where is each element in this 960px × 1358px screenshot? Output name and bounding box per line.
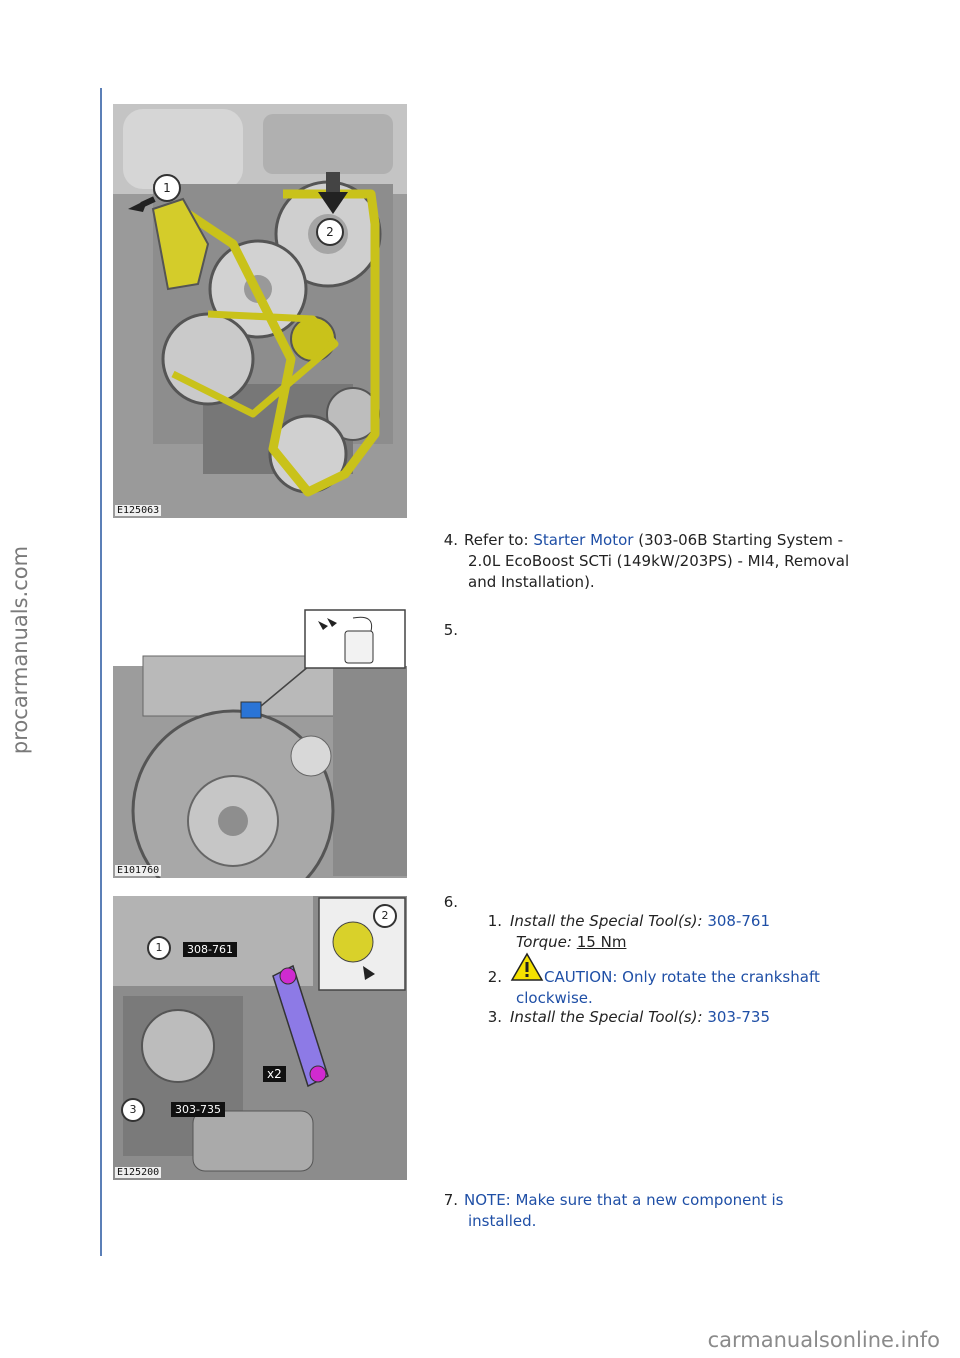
- footer-watermark: carmanualsonline.info: [707, 1328, 940, 1352]
- install-tool-label: Install the Special Tool(s):: [510, 912, 703, 930]
- belt-drive-illustration: [113, 104, 407, 518]
- refer-to-label: Refer to:: [464, 531, 534, 549]
- callout-1: 1: [147, 936, 171, 960]
- side-watermark-text: procarmanuals.com: [8, 545, 32, 755]
- step-number: 4.: [443, 531, 458, 549]
- figure-belt-drive: 1 2 E125063: [113, 104, 407, 518]
- step-5: 5.: [430, 620, 464, 641]
- tool-303-735-link[interactable]: 303-735: [707, 1008, 770, 1026]
- step-number: 5.: [443, 621, 458, 639]
- step-6: 6.: [430, 892, 464, 913]
- caution-text-continued: clockwise.: [516, 989, 593, 1007]
- callout-2: 2: [316, 218, 344, 246]
- note-text-continued: installed.: [468, 1212, 537, 1230]
- step-4-line-2: 2.0L EcoBoost SCTi (149kW/203PS) - MI4, …: [468, 552, 850, 570]
- tool-label-303-735: 303-735: [171, 1102, 225, 1117]
- callout-3: 3: [121, 1098, 145, 1122]
- figure-caption: E125063: [115, 505, 162, 516]
- tool-label-308-761: 308-761: [183, 942, 237, 957]
- callout-1-label: 1: [163, 181, 171, 195]
- step-6-sub-3: 3. Install the Special Tool(s): 303-735: [480, 1007, 900, 1028]
- step-4-ref-text: (303-06B Starting System -: [633, 531, 843, 549]
- substep-number: 1.: [487, 912, 502, 930]
- tool-308-761-link[interactable]: 308-761: [707, 912, 770, 930]
- figure-caption: E101760: [115, 865, 162, 876]
- starter-motor-link[interactable]: Starter Motor: [533, 531, 634, 549]
- step-6-sub-2: 2. CAUTION: Only rotate the crankshaft cl…: [480, 952, 900, 1009]
- tool-number: 303-735: [175, 1103, 221, 1116]
- figure-flywheel: E101760: [113, 606, 407, 878]
- install-tool-label: Install the Special Tool(s):: [510, 1008, 703, 1026]
- substep-number: 3.: [487, 1008, 502, 1026]
- warning-triangle-icon: [510, 952, 544, 988]
- callout-1: 1: [153, 174, 181, 202]
- special-tools-illustration: [113, 896, 407, 1180]
- margin-rule: [100, 88, 102, 1256]
- quantity-text: x2: [267, 1067, 282, 1081]
- callout-2: 2: [373, 904, 397, 928]
- torque-value: 15 Nm: [576, 933, 627, 951]
- figure-special-tools: 308-761 303-735 x2 1 2 3 E125200: [113, 896, 407, 1180]
- step-4-line-1: 4. Refer to: Starter Motor (303-06B Start…: [430, 530, 890, 551]
- tool-number: 308-761: [187, 943, 233, 956]
- figure-caption: E125200: [115, 1167, 162, 1178]
- step-number: 6.: [443, 893, 458, 911]
- step-4-line-3: and Installation).: [468, 573, 595, 591]
- callout-2-label: 2: [381, 909, 389, 922]
- step-number: 7.: [443, 1191, 458, 1209]
- callout-1-label: 1: [155, 941, 163, 954]
- torque-label: Torque:: [516, 933, 572, 951]
- callout-2-label: 2: [326, 225, 334, 239]
- quantity-label: x2: [263, 1066, 286, 1082]
- callout-3-label: 3: [129, 1103, 137, 1116]
- note-text: NOTE: Make sure that a new component is: [464, 1191, 784, 1209]
- caution-text: CAUTION: Only rotate the crankshaft: [544, 968, 820, 986]
- side-watermark: procarmanuals.com: [2, 520, 38, 780]
- step-4: 4. Refer to: Starter Motor (303-06B Start…: [430, 530, 890, 593]
- step-7: 7. NOTE: Make sure that a new component i…: [430, 1190, 890, 1232]
- step-6-sub-1: 1. Install the Special Tool(s): 308-761 T…: [480, 911, 900, 953]
- flywheel-illustration: [113, 609, 407, 878]
- substep-number: 2.: [487, 968, 502, 986]
